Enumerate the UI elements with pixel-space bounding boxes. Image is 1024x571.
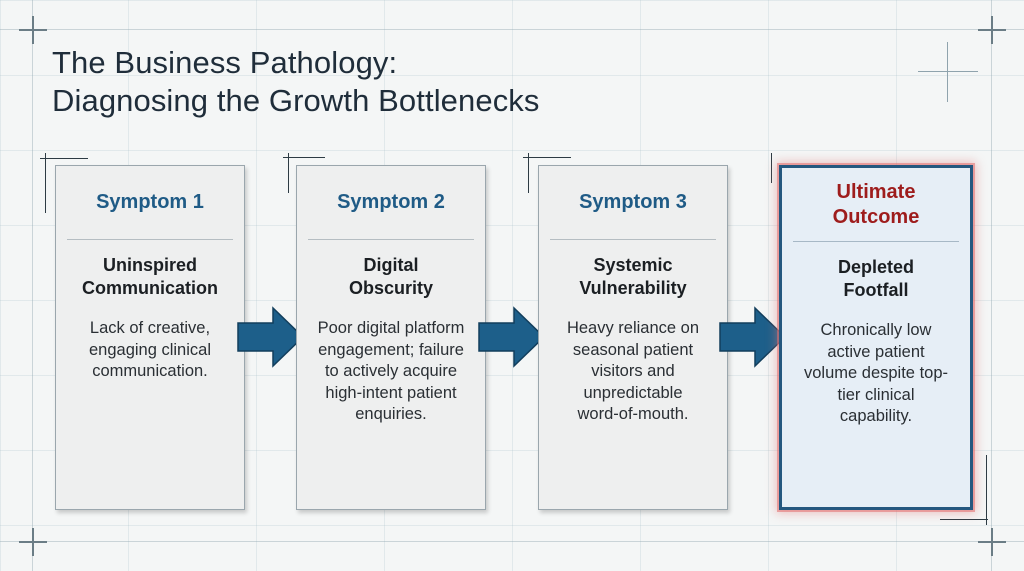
card-subtitle: Systemic Vulnerability [579, 255, 687, 298]
card-description: Chronically low active patient volume de… [804, 321, 948, 425]
frame-line-right [991, 0, 992, 571]
page-title: The Business Pathology: Diagnosing the G… [52, 44, 540, 120]
card-description: Lack of creative, engaging clinical comm… [88, 319, 211, 380]
card-heading: Ultimate Outcome [832, 180, 920, 228]
card-divider [550, 239, 716, 240]
card-description: Poor digital platform engagement; failur… [317, 319, 465, 423]
right-arrow-icon [237, 306, 305, 368]
symptom-card-3: Symptom 3 Systemic Vulnerability Heavy r… [538, 165, 728, 510]
sketch-mark [523, 157, 571, 158]
sketch-mark [283, 157, 325, 158]
title-line-1: The Business Pathology: [52, 45, 398, 80]
card-subtitle: Digital Obscurity [348, 255, 434, 298]
right-arrow-icon [719, 306, 787, 368]
card-heading: Symptom 1 [96, 191, 204, 213]
crosshair-icon-top-right [978, 16, 1006, 44]
symptom-card-2: Symptom 2 Digital Obscurity Poor digital… [296, 165, 486, 510]
crosshair-icon-bottom-right [978, 528, 1006, 556]
card-heading: Symptom 2 [337, 191, 445, 213]
card-subtitle: Uninspired Communication [81, 255, 218, 298]
card-divider [308, 239, 474, 240]
right-arrow-icon [478, 306, 546, 368]
crosshair-icon-top-left [19, 16, 47, 44]
card-divider [67, 239, 233, 240]
frame-line-left [32, 0, 33, 571]
outcome-card: Ultimate Outcome Depleted Footfall Chron… [779, 165, 973, 510]
card-subtitle: Depleted Footfall [837, 257, 915, 300]
title-line-2: Diagnosing the Growth Bottlenecks [52, 83, 540, 118]
sketch-mark [288, 153, 289, 193]
card-divider [793, 241, 959, 242]
sketch-mark [40, 158, 88, 159]
card-heading: Symptom 3 [579, 191, 687, 213]
sketch-mark [528, 153, 529, 193]
card-description: Heavy reliance on seasonal patient visit… [566, 319, 700, 423]
sketch-mark [940, 519, 988, 520]
frame-line-top [0, 29, 1024, 30]
sketch-mark [986, 455, 987, 525]
sketch-mark [771, 153, 772, 183]
sketch-mark [45, 153, 46, 213]
crosshair-icon-bottom-left [19, 528, 47, 556]
crosshair-icon-large [918, 42, 978, 102]
frame-line-bottom [0, 541, 1024, 542]
symptom-card-1: Symptom 1 Uninspired Communication Lack … [55, 165, 245, 510]
